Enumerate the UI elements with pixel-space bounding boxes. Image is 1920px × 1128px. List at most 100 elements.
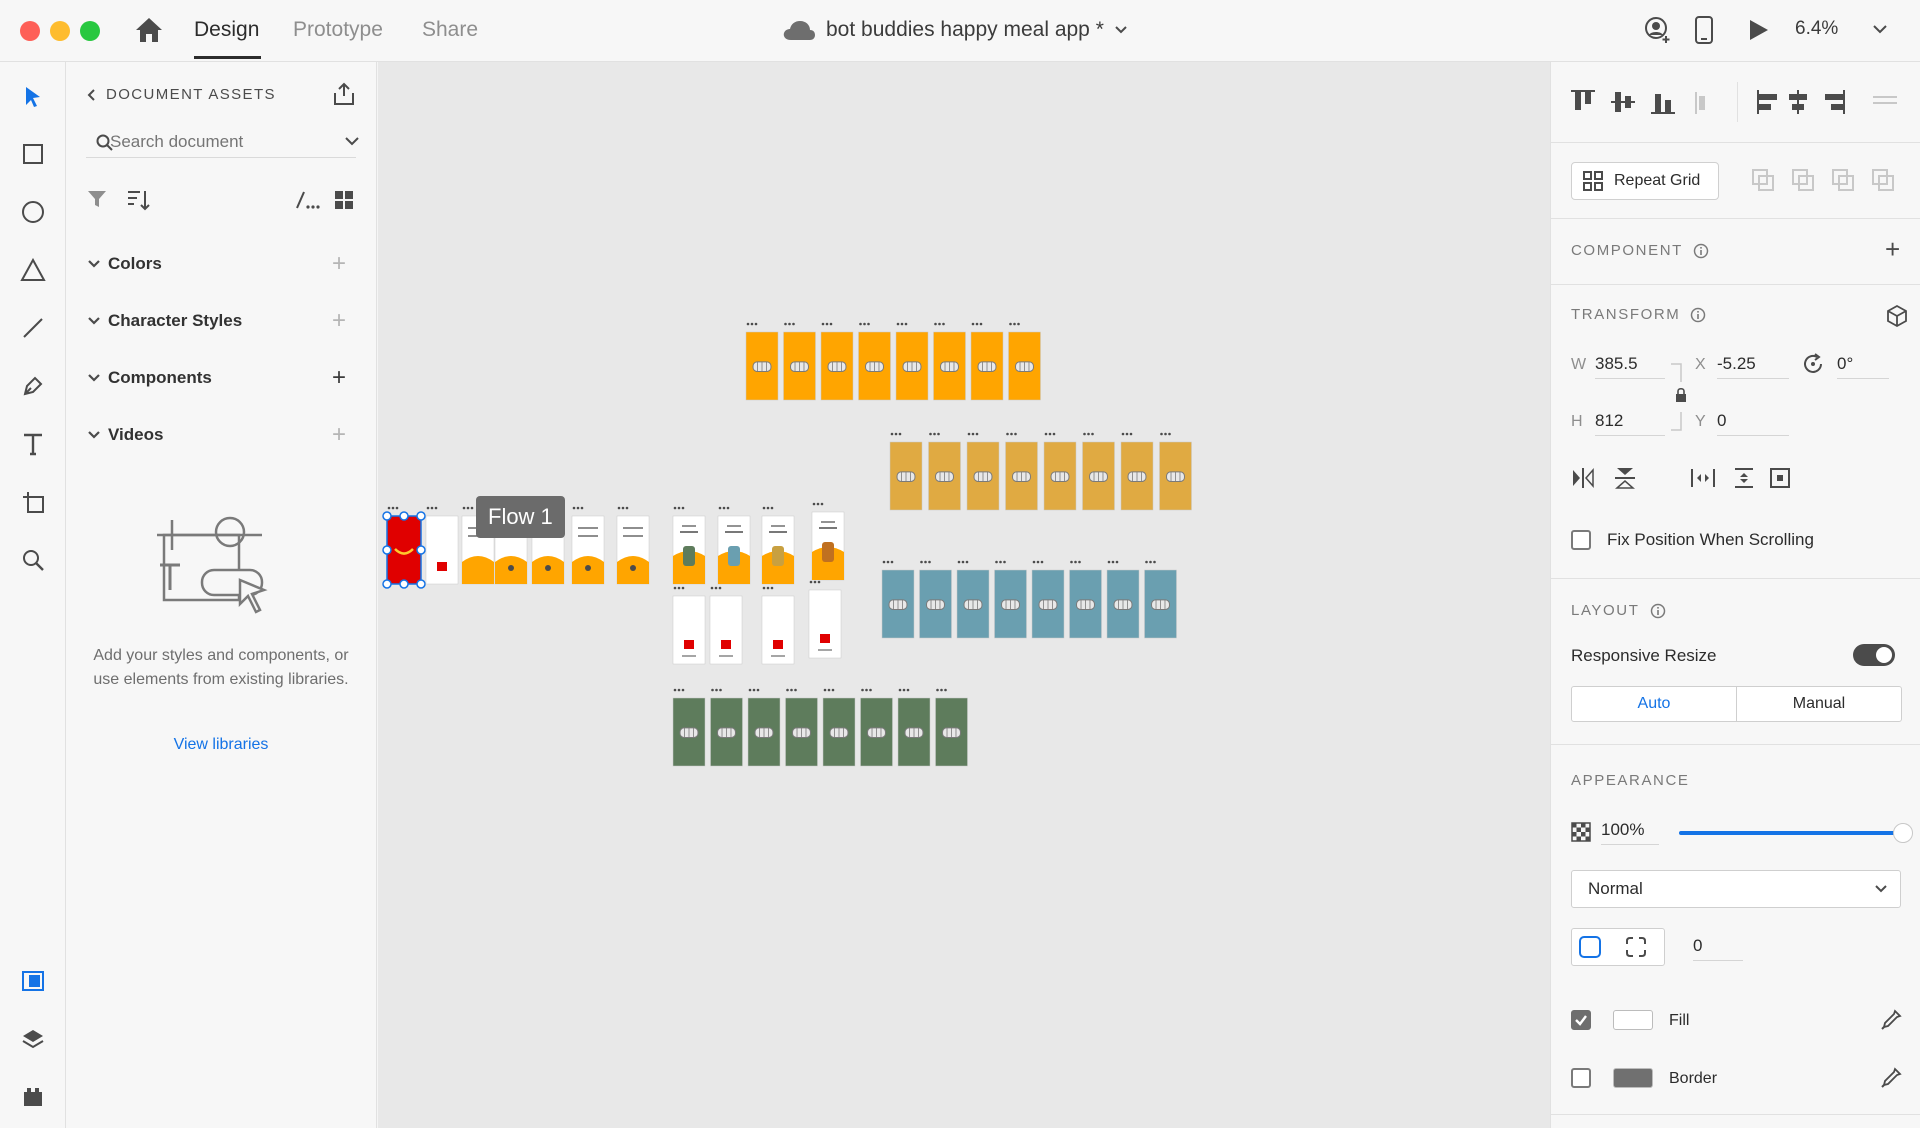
loading-artboard[interactable] — [709, 595, 743, 665]
rotation-input[interactable]: 0° — [1837, 354, 1889, 379]
opacity-slider-track[interactable] — [1679, 831, 1901, 835]
uniform-corner-icon[interactable] — [1579, 936, 1601, 958]
intro-artboard[interactable] — [616, 515, 650, 585]
eyedropper-icon[interactable] — [1879, 1066, 1903, 1090]
x-position-input[interactable]: -5.25 — [1717, 354, 1789, 379]
search-scope-dropdown-icon[interactable] — [344, 136, 360, 148]
opacity-input[interactable]: 100% — [1601, 820, 1659, 845]
zoom-tool[interactable] — [18, 545, 48, 575]
green-screen-artboard[interactable] — [897, 697, 931, 767]
y-position-input[interactable]: 0 — [1717, 411, 1789, 436]
design-canvas[interactable]: Flow 1 — [378, 62, 1550, 1128]
gold-screen-artboard[interactable] — [889, 441, 923, 511]
meet-character-artboard[interactable] — [761, 515, 795, 585]
gold-screen-artboard[interactable] — [928, 441, 961, 511]
width-input[interactable]: 385.5 — [1595, 354, 1665, 379]
minimize-window-button[interactable] — [50, 21, 70, 41]
orange-screen-artboard[interactable] — [895, 331, 929, 401]
close-window-button[interactable] — [20, 21, 40, 41]
home-icon[interactable] — [134, 16, 164, 44]
align-vertical-icons[interactable] — [1571, 88, 1731, 116]
zoom-dropdown-icon[interactable] — [1872, 24, 1888, 36]
text-tool[interactable] — [18, 429, 48, 459]
independent-corner-icon[interactable] — [1625, 936, 1647, 958]
document-title-menu[interactable]: bot buddies happy meal app * — [782, 16, 1128, 44]
mobile-preview-icon[interactable] — [1694, 16, 1714, 44]
section-colors[interactable]: Colors + — [86, 250, 356, 277]
filter-icon[interactable] — [86, 188, 108, 210]
3d-transform-icon[interactable] — [1885, 304, 1909, 328]
assets-panel-toggle[interactable] — [18, 966, 48, 996]
info-icon[interactable] — [1650, 603, 1666, 619]
tab-share[interactable]: Share — [422, 18, 479, 41]
responsive-resize-toggle[interactable] — [1853, 644, 1895, 666]
selected-artboard[interactable] — [382, 511, 426, 589]
loading-artboard[interactable] — [672, 595, 706, 665]
meet-character-artboard[interactable] — [717, 515, 751, 585]
gold-screen-artboard[interactable] — [1043, 441, 1077, 511]
line-tool[interactable] — [18, 313, 48, 343]
align-horizontal-icons[interactable] — [1757, 88, 1907, 116]
section-videos[interactable]: Videos + — [86, 421, 356, 448]
play-preview-icon[interactable] — [1746, 16, 1770, 44]
border-checkbox[interactable] — [1571, 1068, 1591, 1088]
blend-mode-select[interactable]: Normal — [1571, 870, 1901, 908]
fix-position-checkbox[interactable] — [1571, 530, 1591, 550]
orange-screen-artboard[interactable] — [1008, 331, 1041, 401]
tab-design[interactable]: Design — [194, 18, 260, 41]
fill-color-swatch[interactable] — [1613, 1010, 1653, 1030]
gold-screen-artboard[interactable] — [966, 441, 1000, 511]
orange-screen-artboard[interactable] — [783, 331, 816, 401]
boolean-group-icons[interactable] — [1751, 168, 1901, 194]
section-components[interactable]: Components + — [86, 364, 356, 391]
artboard-tool[interactable] — [18, 487, 48, 517]
meet-character-artboard[interactable] — [672, 515, 706, 585]
add-component-icon[interactable]: + — [1885, 234, 1901, 264]
plugins-panel-toggle[interactable] — [18, 1082, 48, 1112]
eyedropper-icon[interactable] — [1879, 1008, 1903, 1032]
meet-character-artboard[interactable] — [811, 511, 845, 581]
polygon-tool[interactable] — [18, 255, 48, 285]
view-libraries-link[interactable]: View libraries — [173, 736, 269, 753]
zoom-level[interactable]: 6.4% — [1795, 18, 1839, 39]
search-input[interactable] — [110, 131, 310, 152]
orange-screen-artboard[interactable] — [858, 331, 891, 401]
corner-radius-input[interactable]: 0 — [1693, 936, 1743, 961]
artboards-layer[interactable] — [378, 62, 1550, 1128]
add-component-icon[interactable]: + — [331, 364, 346, 391]
assets-header[interactable]: DOCUMENT ASSETS — [86, 86, 276, 103]
orange-screen-artboard[interactable] — [820, 331, 854, 401]
repeat-grid-button[interactable]: Repeat Grid — [1571, 162, 1719, 200]
height-input[interactable]: 812 — [1595, 411, 1665, 436]
lock-aspect-icon[interactable] — [1669, 362, 1689, 432]
maximize-window-button[interactable] — [80, 21, 100, 41]
pen-tool[interactable] — [18, 371, 48, 401]
teal-screen-artboard[interactable] — [1144, 569, 1177, 639]
teal-screen-artboard[interactable] — [994, 569, 1027, 639]
share-export-icon[interactable] — [332, 82, 356, 106]
add-character-style-icon[interactable]: + — [331, 307, 346, 334]
fill-checkbox[interactable] — [1571, 1010, 1591, 1030]
green-screen-artboard[interactable] — [935, 697, 968, 767]
loading-artboard[interactable] — [425, 515, 459, 585]
list-view-icon[interactable] — [294, 190, 320, 210]
add-video-icon[interactable]: + — [331, 421, 346, 448]
info-icon[interactable] — [1690, 307, 1706, 323]
flow-label[interactable]: Flow 1 — [476, 496, 565, 538]
orange-screen-artboard[interactable] — [933, 331, 966, 401]
add-color-icon[interactable]: + — [331, 250, 346, 277]
gold-screen-artboard[interactable] — [1005, 441, 1038, 511]
grid-view-icon[interactable] — [334, 190, 354, 210]
gold-screen-artboard[interactable] — [1082, 441, 1115, 511]
green-screen-artboard[interactable] — [822, 697, 856, 767]
border-color-swatch[interactable] — [1613, 1068, 1653, 1088]
search-box[interactable] — [86, 126, 356, 158]
loading-artboard[interactable] — [761, 595, 795, 665]
sort-icon[interactable] — [126, 188, 150, 212]
info-icon[interactable] — [1693, 243, 1709, 259]
intro-artboard[interactable] — [571, 515, 605, 585]
rectangle-tool[interactable] — [18, 139, 48, 169]
loading-artboard[interactable] — [808, 589, 842, 659]
teal-screen-artboard[interactable] — [1031, 569, 1065, 639]
flip-distribute-icons[interactable] — [1571, 466, 1791, 490]
